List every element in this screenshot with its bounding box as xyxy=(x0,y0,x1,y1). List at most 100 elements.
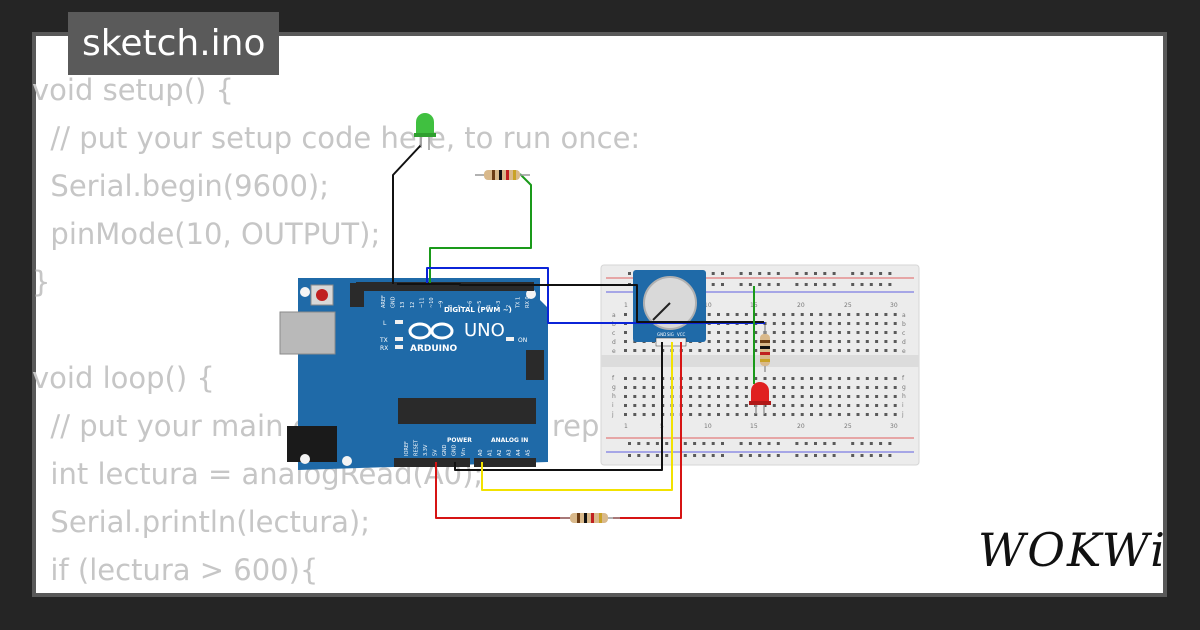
breadboard-hole[interactable] xyxy=(810,349,813,352)
breadboard-hole[interactable] xyxy=(884,349,888,352)
breadboard-hole[interactable] xyxy=(893,386,897,389)
breadboard-hole[interactable] xyxy=(689,386,693,389)
breadboard-hole[interactable] xyxy=(651,395,655,398)
breadboard-hole[interactable] xyxy=(888,272,892,275)
breadboard-hole[interactable] xyxy=(689,413,693,416)
breadboard-hole[interactable] xyxy=(655,442,659,445)
breadboard-hole[interactable] xyxy=(837,386,841,389)
breadboard-hole[interactable] xyxy=(875,340,879,343)
breadboard-hole[interactable] xyxy=(624,395,627,398)
breadboard-hole[interactable] xyxy=(782,395,786,398)
breadboard-hole[interactable] xyxy=(791,377,795,380)
wire-red-vcc[interactable] xyxy=(613,342,682,519)
breadboard-hole[interactable] xyxy=(702,454,706,457)
breadboard-hole[interactable] xyxy=(893,340,897,343)
breadboard-hole[interactable] xyxy=(707,377,711,380)
breadboard-hole[interactable] xyxy=(651,413,655,416)
breadboard-hole[interactable] xyxy=(772,413,776,416)
breadboard-hole[interactable] xyxy=(707,404,711,407)
breadboard-hole[interactable] xyxy=(748,454,752,457)
breadboard-hole[interactable] xyxy=(698,377,702,380)
breadboard-hole[interactable] xyxy=(772,313,776,316)
breadboard-hole[interactable] xyxy=(869,272,873,275)
breadboard-hole[interactable] xyxy=(782,377,786,380)
breadboard-hole[interactable] xyxy=(828,313,832,316)
breadboard-hole[interactable] xyxy=(800,413,804,416)
breadboard-hole[interactable] xyxy=(772,340,776,343)
breadboard-hole[interactable] xyxy=(683,454,687,457)
breadboard-hole[interactable] xyxy=(754,313,758,316)
breadboard-hole[interactable] xyxy=(804,442,808,445)
potentiometer[interactable]: GND SIG VCC xyxy=(633,270,706,347)
breadboard-hole[interactable] xyxy=(628,272,631,275)
breadboard-hole[interactable] xyxy=(782,331,786,334)
breadboard-hole[interactable] xyxy=(819,322,823,325)
breadboard-hole[interactable] xyxy=(707,386,711,389)
breadboard-hole[interactable] xyxy=(633,377,637,380)
breadboard-hole[interactable] xyxy=(726,331,730,334)
breadboard-hole[interactable] xyxy=(893,404,897,407)
breadboard-hole[interactable] xyxy=(856,349,860,352)
breadboard-hole[interactable] xyxy=(776,454,780,457)
breadboard-hole[interactable] xyxy=(814,283,817,286)
breadboard-hole[interactable] xyxy=(646,442,650,445)
breadboard-hole[interactable] xyxy=(875,313,879,316)
breadboard-hole[interactable] xyxy=(893,413,897,416)
breadboard-hole[interactable] xyxy=(651,386,655,389)
breadboard-hole[interactable] xyxy=(869,442,873,445)
breadboard-hole[interactable] xyxy=(879,454,883,457)
breadboard-hole[interactable] xyxy=(875,404,879,407)
breadboard-hole[interactable] xyxy=(772,331,776,334)
breadboard-hole[interactable] xyxy=(791,331,795,334)
breadboard-hole[interactable] xyxy=(642,413,646,416)
breadboard-hole[interactable] xyxy=(819,331,823,334)
breadboard-hole[interactable] xyxy=(717,413,720,416)
breadboard-hole[interactable] xyxy=(726,386,730,389)
breadboard-hole[interactable] xyxy=(810,404,813,407)
breadboard-hole[interactable] xyxy=(800,404,804,407)
breadboard-hole[interactable] xyxy=(758,442,762,445)
breadboard-hole[interactable] xyxy=(735,331,739,334)
breadboard-hole[interactable] xyxy=(879,283,883,286)
breadboard-hole[interactable] xyxy=(693,454,697,457)
breadboard-hole[interactable] xyxy=(847,340,851,343)
breadboard-hole[interactable] xyxy=(744,377,748,380)
breadboard-hole[interactable] xyxy=(791,313,795,316)
breadboard-hole[interactable] xyxy=(819,404,823,407)
breadboard-hole[interactable] xyxy=(791,340,795,343)
led-red[interactable] xyxy=(749,382,771,414)
breadboard-hole[interactable] xyxy=(791,322,795,325)
breadboard-hole[interactable] xyxy=(717,340,720,343)
breadboard-hole[interactable] xyxy=(856,386,860,389)
breadboard-hole[interactable] xyxy=(702,442,706,445)
breadboard-hole[interactable] xyxy=(782,313,786,316)
breadboard-hole[interactable] xyxy=(800,322,804,325)
breadboard-hole[interactable] xyxy=(893,322,897,325)
breadboard-hole[interactable] xyxy=(837,349,841,352)
breadboard-hole[interactable] xyxy=(865,322,869,325)
breadboard-hole[interactable] xyxy=(763,313,767,316)
breadboard-hole[interactable] xyxy=(847,331,851,334)
breadboard-hole[interactable] xyxy=(810,322,813,325)
breadboard-hole[interactable] xyxy=(646,454,650,457)
wire-black-pot-gnd[interactable] xyxy=(454,342,663,471)
breadboard-hole[interactable] xyxy=(748,283,752,286)
breadboard-hole[interactable] xyxy=(754,349,758,352)
breadboard-hole[interactable] xyxy=(726,349,730,352)
breadboard-hole[interactable] xyxy=(832,272,836,275)
wire-green-led[interactable] xyxy=(429,173,532,284)
breadboard-hole[interactable] xyxy=(717,395,720,398)
breadboard-hole[interactable] xyxy=(875,386,879,389)
breadboard-hole[interactable] xyxy=(856,395,860,398)
breadboard-hole[interactable] xyxy=(847,404,851,407)
breadboard-hole[interactable] xyxy=(884,313,888,316)
breadboard-hole[interactable] xyxy=(642,349,646,352)
breadboard-hole[interactable] xyxy=(856,404,860,407)
breadboard-hole[interactable] xyxy=(828,322,832,325)
breadboard-hole[interactable] xyxy=(810,377,813,380)
breadboard-hole[interactable] xyxy=(837,395,841,398)
breadboard-hole[interactable] xyxy=(772,395,776,398)
breadboard-hole[interactable] xyxy=(776,283,780,286)
breadboard-hole[interactable] xyxy=(739,442,743,445)
breadboard-hole[interactable] xyxy=(795,272,799,275)
